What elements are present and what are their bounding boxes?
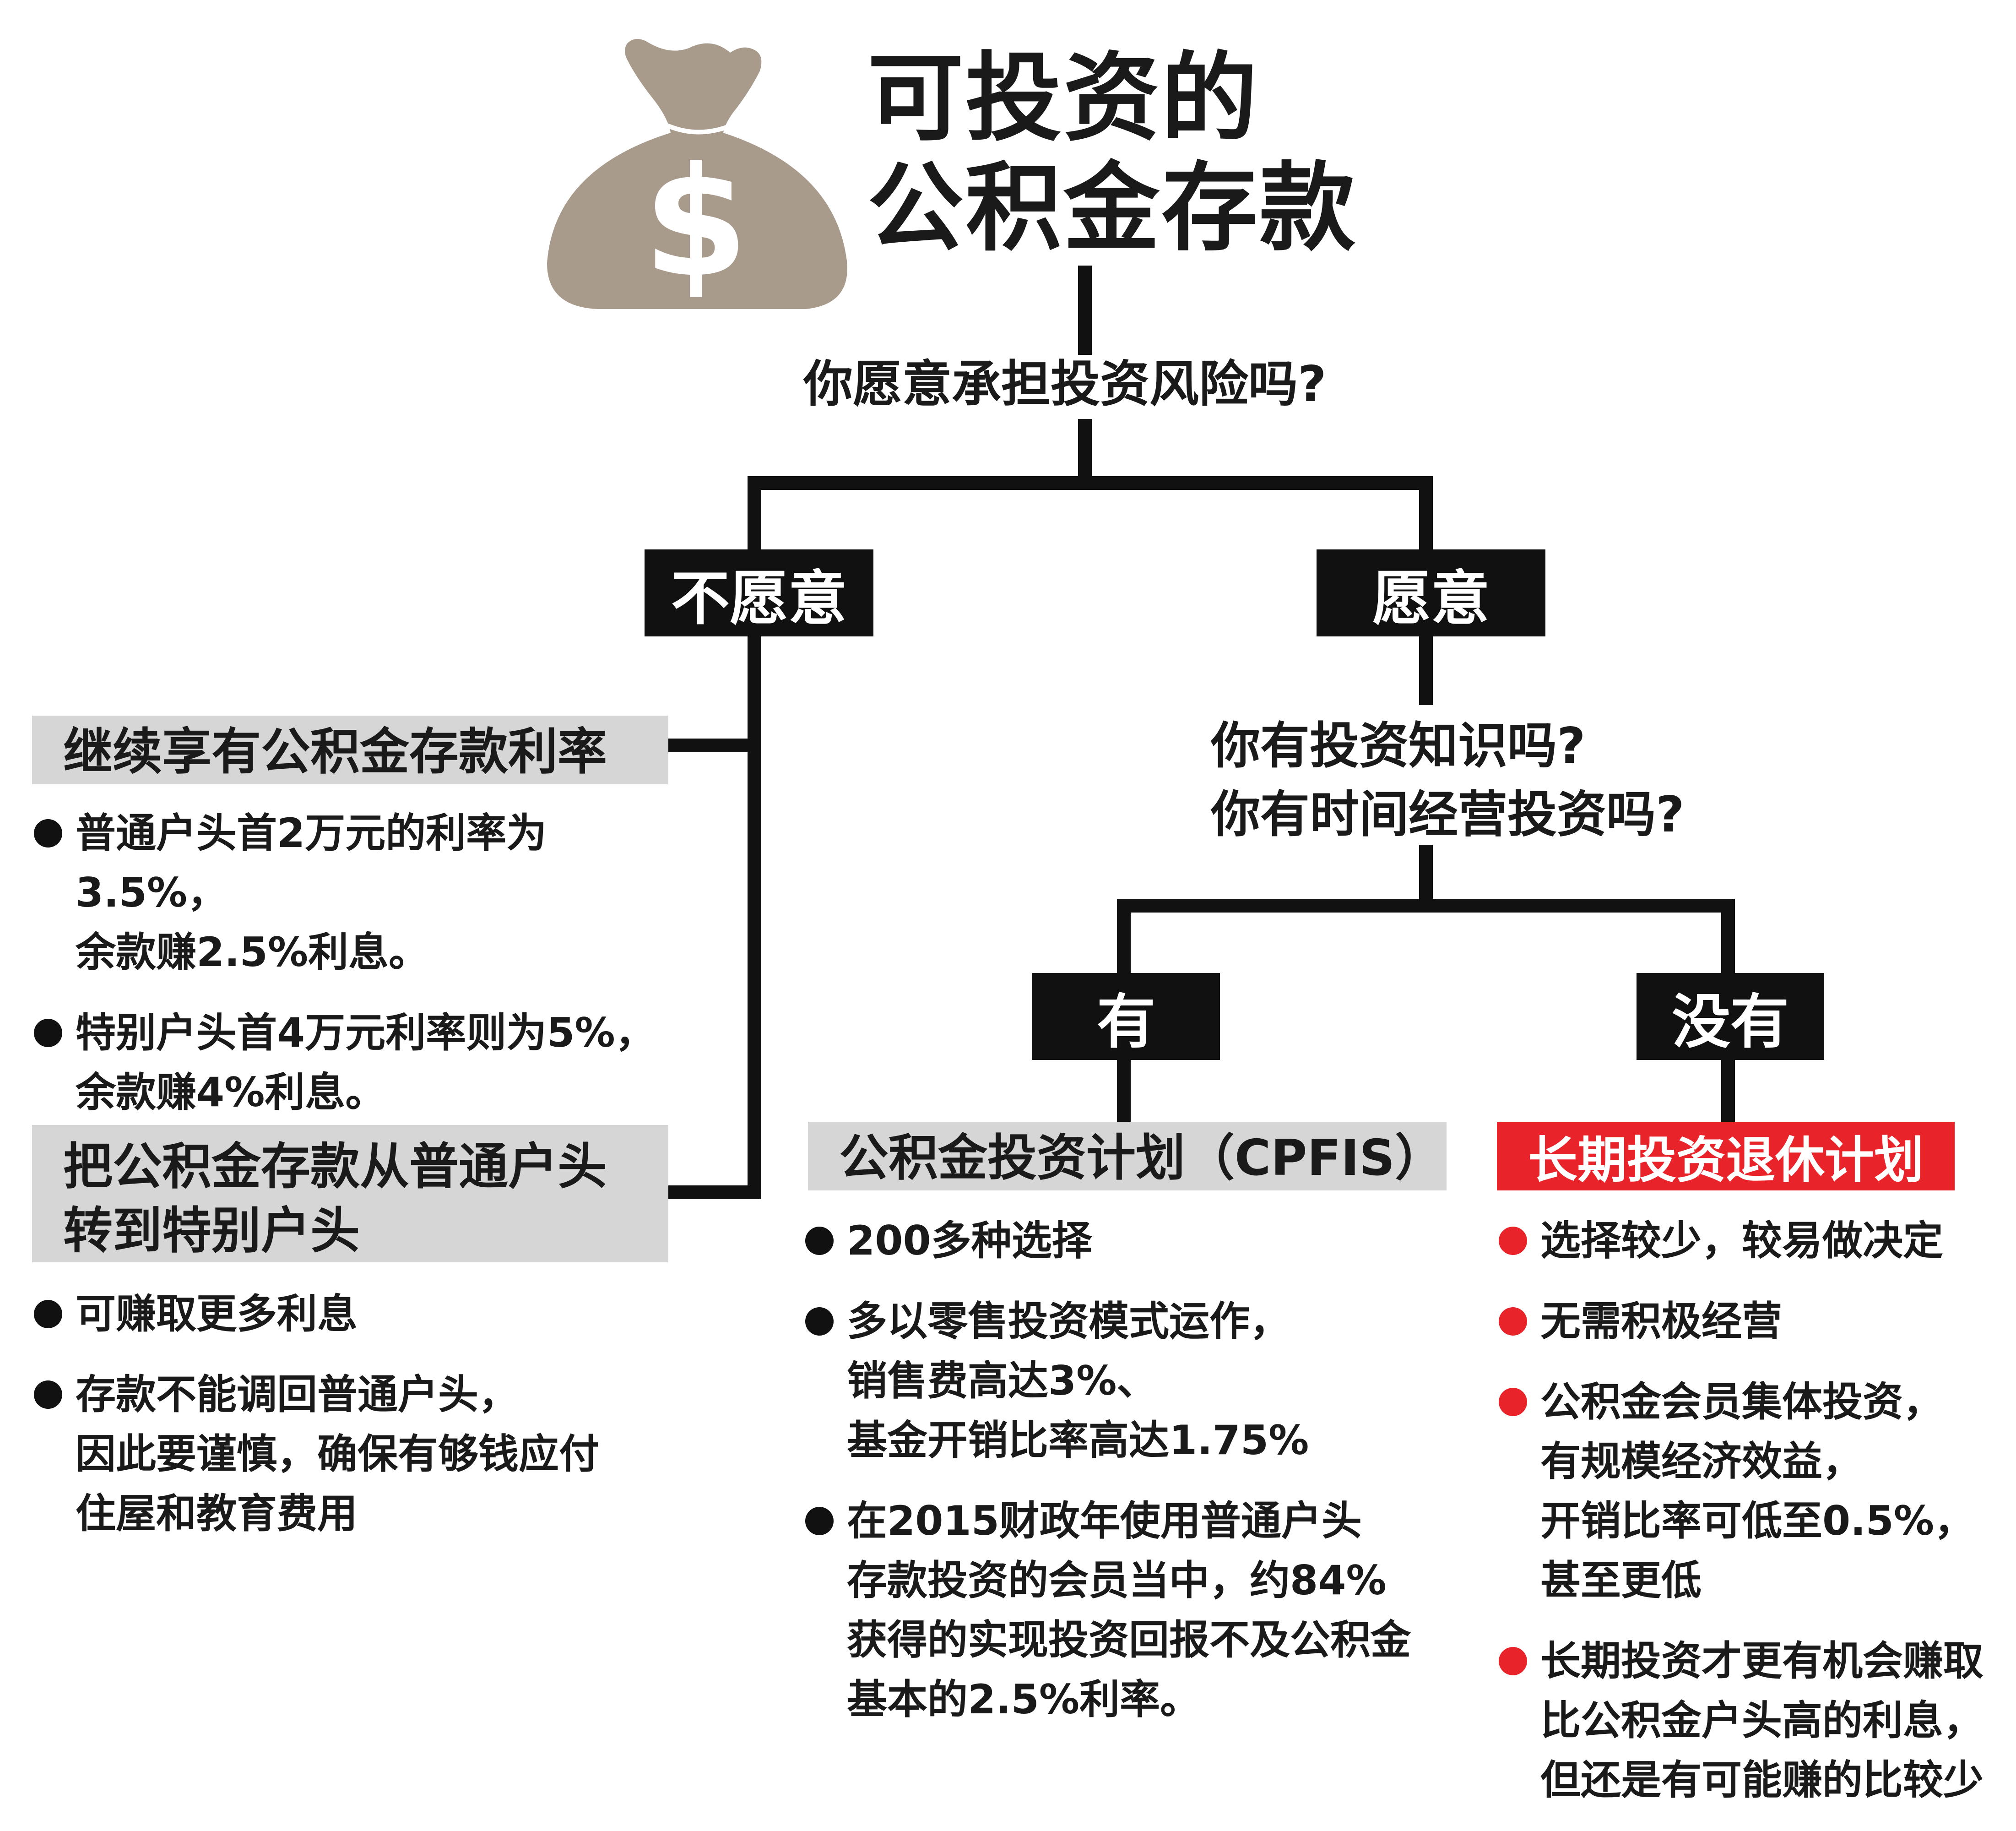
list-item: 长期投资才更有机会赚取 比公积金户头高的利息， 但还是有可能赚的比较少 bbox=[1497, 1631, 2010, 1810]
list-item: 多以零售投资模式运作， 销售费高达3%、 基金开销比率高达1.75% bbox=[803, 1292, 1453, 1470]
money-bag-dollar-icon: $ bbox=[538, 32, 858, 316]
option-long-term-retirement-plan: 长期投资退休计划 bbox=[1497, 1122, 1955, 1190]
list-item: 无需积极经营 bbox=[1497, 1292, 2010, 1351]
bullet-dot-icon bbox=[1499, 1227, 1527, 1255]
choice-unwilling: 不愿意 bbox=[645, 549, 873, 636]
question-knowledge: 你有投资知识吗? bbox=[1211, 717, 1586, 775]
list-item: 200多种选择 bbox=[803, 1211, 1453, 1271]
list-item: 可赚取更多利息 bbox=[32, 1284, 682, 1344]
keep-rate-bullet-list: 普通户头首2万元的利率为3.5%， 余款赚2.5%利息。 特别户头首4万元利率则… bbox=[32, 804, 682, 1143]
list-item: 普通户头首2万元的利率为3.5%， 余款赚2.5%利息。 bbox=[32, 804, 682, 982]
option-transfer-line1: 把公积金存款从普通户头 bbox=[63, 1138, 607, 1195]
option-lrsp-label: 长期投资退休计划 bbox=[1528, 1132, 1924, 1189]
connector-q1-branches bbox=[748, 476, 1433, 556]
connector-unwilling-trunk bbox=[661, 630, 761, 1199]
bullet-dot-icon bbox=[1499, 1307, 1527, 1336]
bullet-dot-icon bbox=[34, 1380, 62, 1409]
transfer-bullet-list: 可赚取更多利息 存款不能调回普通户头， 因此要谨慎，确保有够钱应付 住屋和教育费… bbox=[32, 1284, 682, 1565]
page-title-line1: 可投资的 bbox=[867, 42, 1260, 154]
bullet-dot-icon bbox=[805, 1507, 834, 1535]
bullet-dot-icon bbox=[34, 1019, 62, 1047]
option-cpfis: 公积金投资计划（CPFIS） bbox=[808, 1122, 1447, 1190]
connector-q2-branches bbox=[1117, 899, 1735, 980]
bullet-dot-icon bbox=[805, 1227, 834, 1255]
bullet-dot-icon bbox=[1499, 1647, 1527, 1675]
option-keep-cpf-rate-label: 继续享有公积金存款利率 bbox=[63, 723, 607, 781]
cpfis-bullet-list: 200多种选择 多以零售投资模式运作， 销售费高达3%、 基金开销比率高达1.7… bbox=[803, 1211, 1453, 1750]
option-cpfis-label: 公积金投资计划（CPFIS） bbox=[839, 1130, 1445, 1187]
choice-yes: 有 bbox=[1032, 973, 1220, 1060]
bullet-dot-icon bbox=[34, 1300, 62, 1328]
svg-text:$: $ bbox=[643, 135, 748, 310]
option-keep-cpf-rate: 继续享有公积金存款利率 bbox=[32, 716, 668, 784]
bullet-dot-icon bbox=[34, 819, 62, 848]
choice-no: 没有 bbox=[1637, 973, 1824, 1060]
question-risk: 你愿意承担投资风险吗? bbox=[803, 356, 1327, 413]
list-item: 选择较少，较易做决定 bbox=[1497, 1211, 2010, 1271]
choice-willing: 愿意 bbox=[1317, 549, 1545, 636]
option-transfer-to-special: 把公积金存款从普通户头 转到特别户头 bbox=[32, 1125, 668, 1262]
bullet-dot-icon bbox=[805, 1307, 834, 1336]
list-item: 公积金会员集体投资， 有规模经济效益， 开销比率可低至0.5%， 甚至更低 bbox=[1497, 1372, 2010, 1610]
page-title-line2: 公积金存款 bbox=[867, 152, 1358, 264]
list-item: 存款不能调回普通户头， 因此要谨慎，确保有够钱应付 住屋和教育费用 bbox=[32, 1365, 682, 1543]
question-time: 你有时间经营投资吗? bbox=[1211, 786, 1685, 843]
option-transfer-line2: 转到特别户头 bbox=[63, 1202, 360, 1260]
lrsp-bullet-list: 选择较少，较易做决定 无需积极经营 公积金会员集体投资， 有规模经济效益， 开销… bbox=[1497, 1211, 2010, 1831]
bullet-dot-icon bbox=[1499, 1388, 1527, 1416]
list-item: 在2015财政年使用普通户头 存款投资的会员当中，约84% 获得的实现投资回报不… bbox=[803, 1491, 1453, 1729]
list-item: 特别户头首4万元利率则为5%， 余款赚4%利息。 bbox=[32, 1003, 682, 1122]
